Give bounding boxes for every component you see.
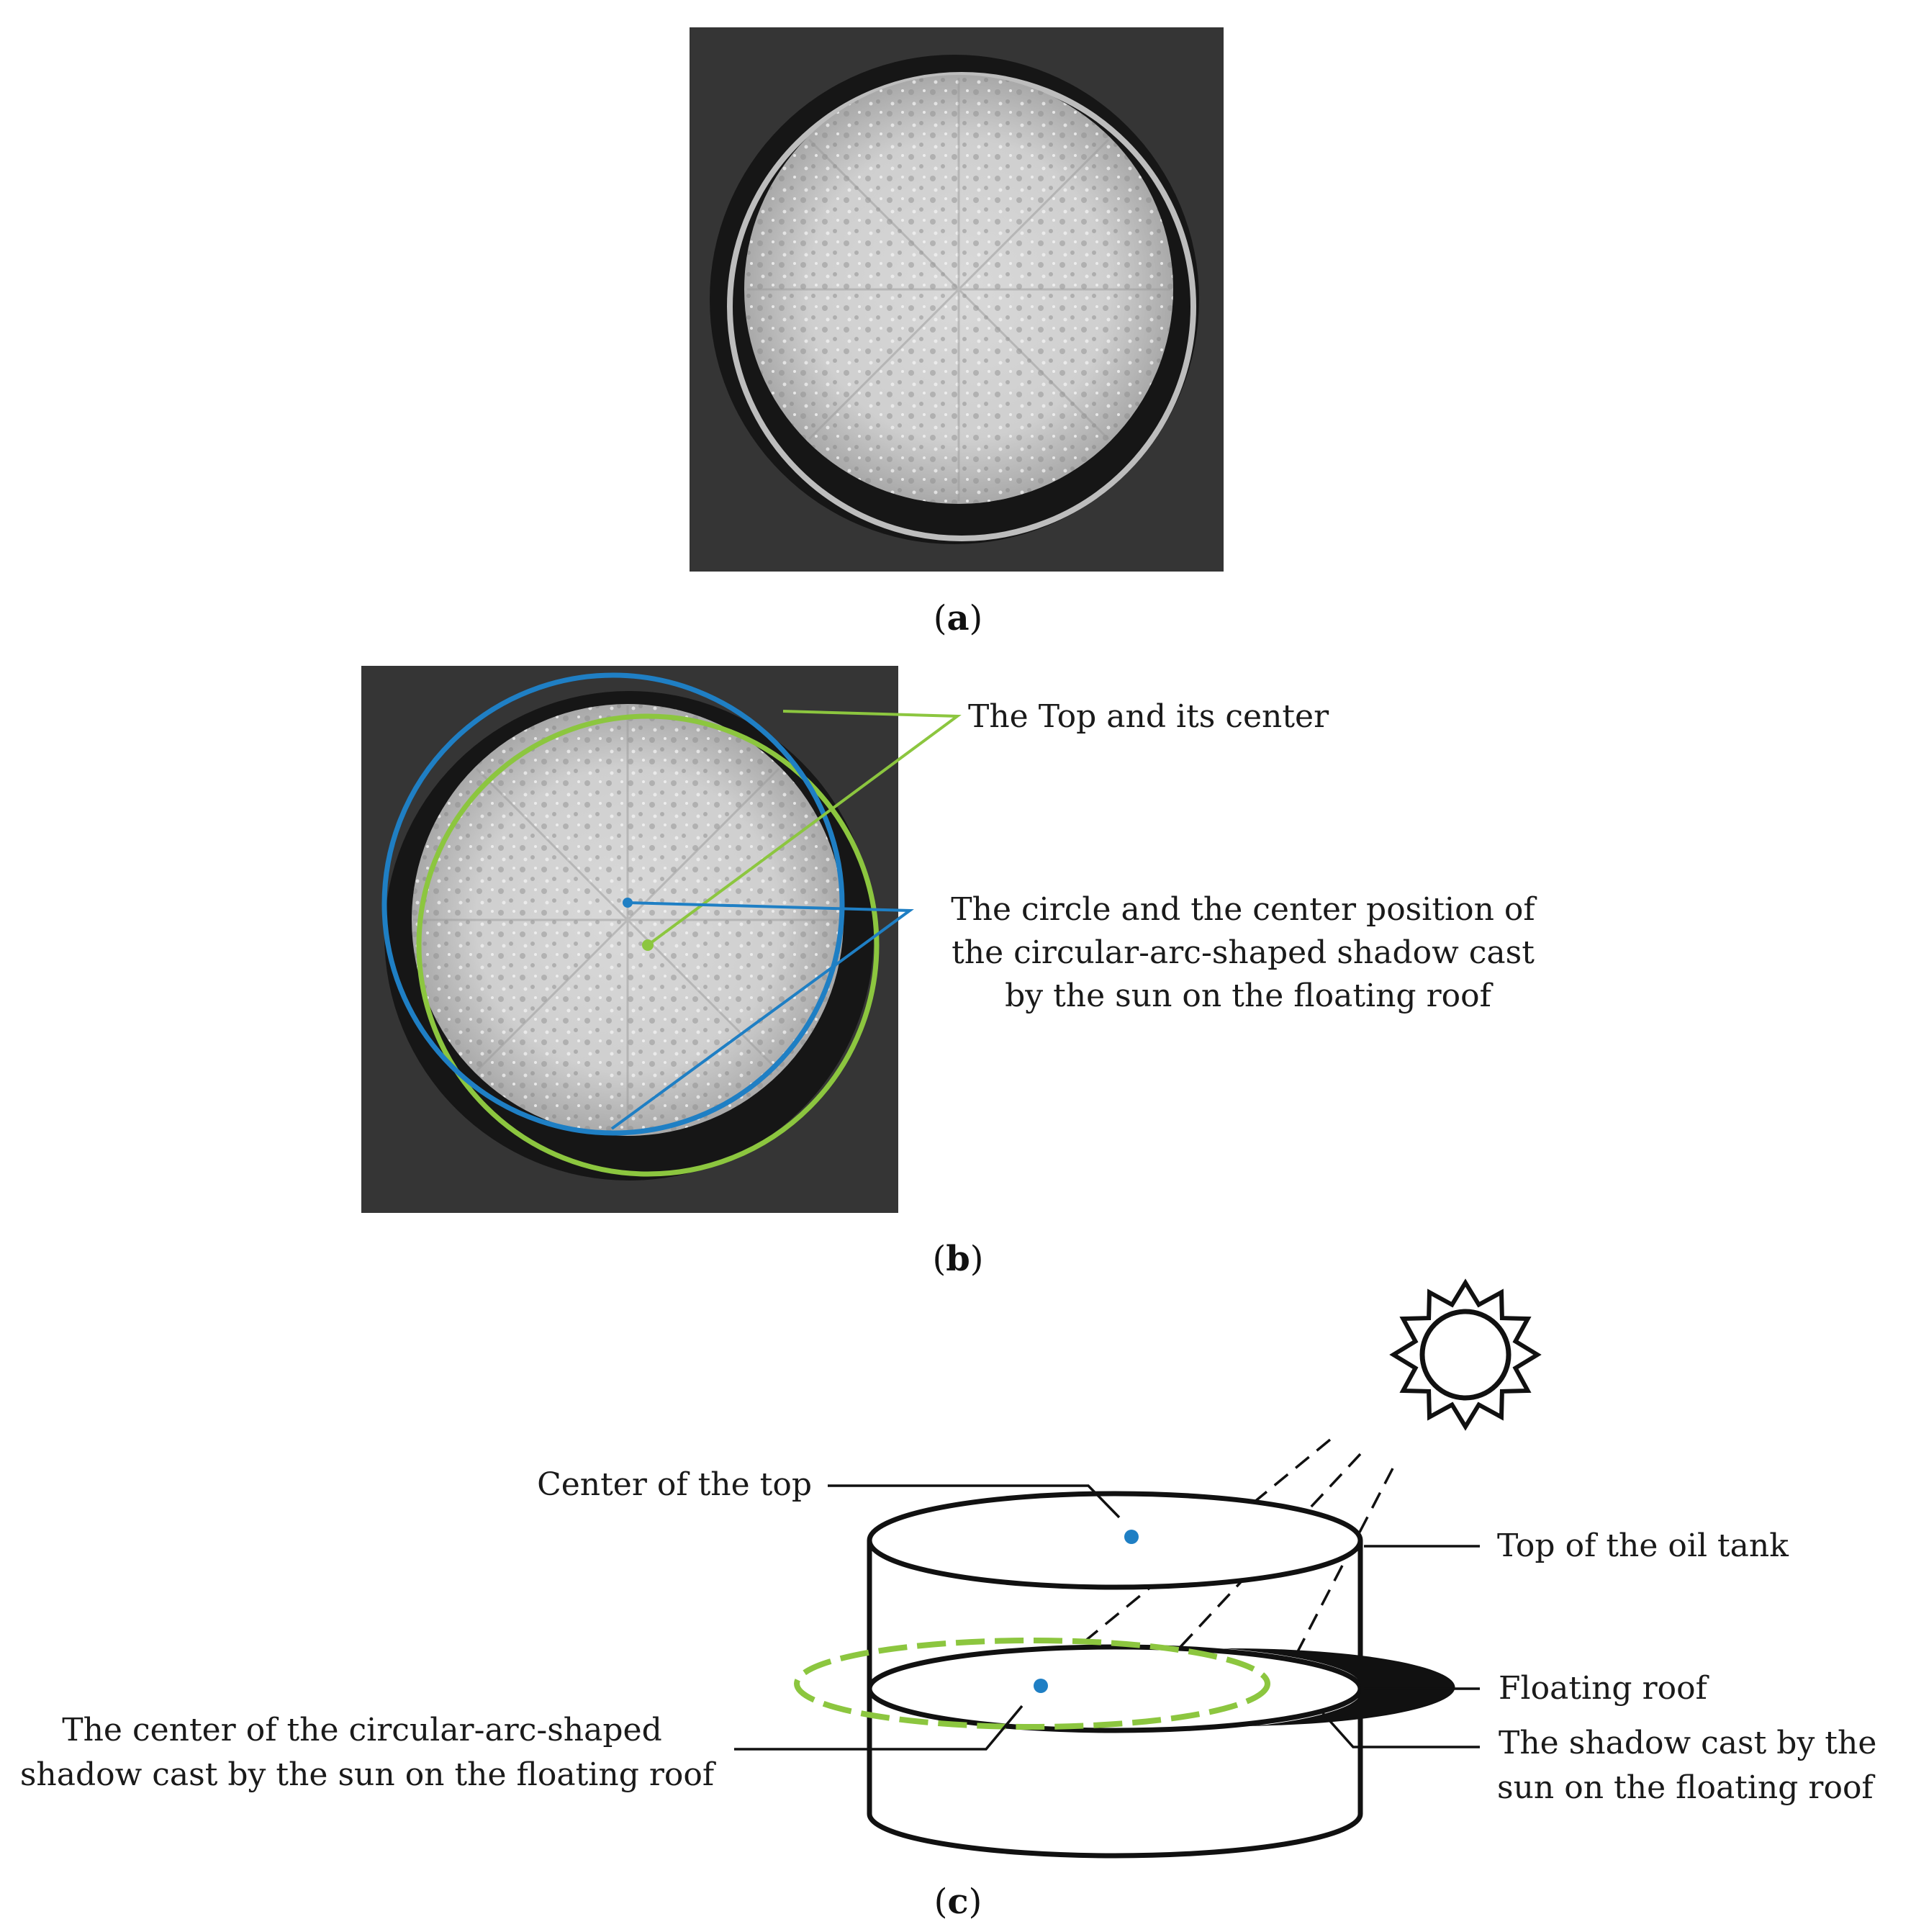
label-top-and-center: The Top and its center — [968, 698, 1329, 735]
leader-center-top — [828, 1484, 1121, 1519]
panel-b: The Top and its center The circle and th… — [361, 666, 1545, 1279]
caption-c: (c) — [934, 1882, 982, 1922]
sun-icon — [1389, 1278, 1542, 1431]
panel-c: Center of the top Top of the oil tank Fl… — [20, 1278, 1886, 1922]
caption-b: (b) — [932, 1239, 983, 1279]
floating-roof-c — [794, 1638, 1455, 1733]
label-top-of-tank: Top of the oil tank — [1497, 1527, 1789, 1564]
tank-top-ellipse — [867, 1491, 1363, 1590]
label-center-of-top: Center of the top — [537, 1466, 812, 1503]
leader-top-b — [646, 710, 962, 947]
label-shadow-center: The center of the circular-arc-shaped sh… — [20, 1712, 716, 1793]
shadow-center-dot-c — [1034, 1679, 1048, 1693]
leader-shadow — [1321, 1712, 1480, 1748]
oil-tank — [867, 1491, 1363, 1859]
leader-shadow-center — [734, 1705, 1023, 1751]
top-center-dot-c — [1124, 1530, 1139, 1544]
label-shadow-circle: The circle and the center position of th… — [951, 891, 1545, 1014]
panel-a: (a) — [690, 27, 1224, 638]
label-floating-roof: Floating roof — [1499, 1670, 1709, 1707]
leader-shadow-b — [610, 901, 914, 1130]
caption-a: (a) — [934, 598, 983, 638]
top-circle-green — [416, 713, 880, 1177]
shadow-circle-dashed — [794, 1638, 1270, 1730]
label-shadow-cast: The shadow cast by the sun on the floati… — [1497, 1725, 1886, 1806]
shadow-circle-blue — [381, 672, 845, 1136]
roof-shadow-crescent — [1224, 1648, 1455, 1726]
